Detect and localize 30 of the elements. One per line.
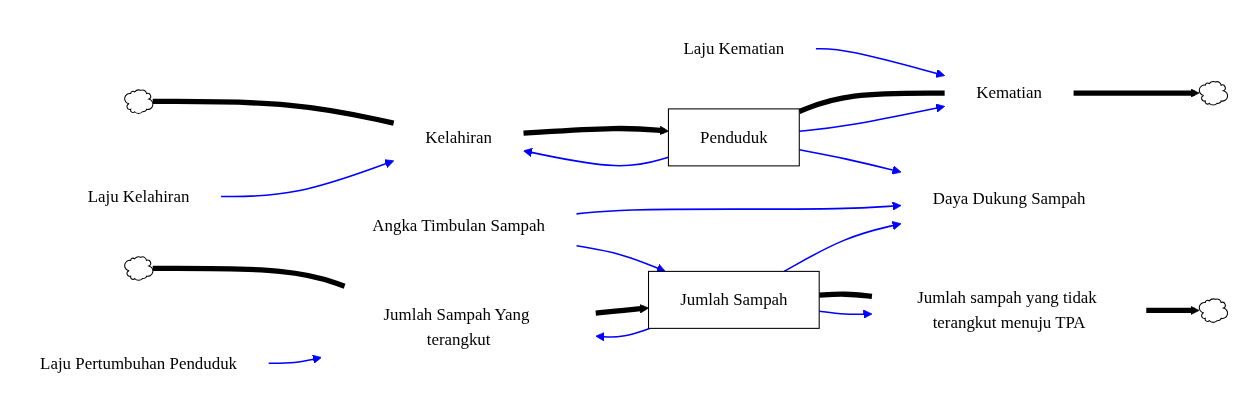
node-text: Laju Kematian bbox=[683, 39, 785, 58]
arrow bbox=[595, 304, 649, 316]
node-text: Daya Dukung Sampah bbox=[932, 189, 1086, 208]
arrow bbox=[267, 354, 322, 365]
arrow bbox=[595, 327, 651, 342]
arrow bbox=[783, 221, 902, 273]
connector bbox=[798, 90, 945, 114]
arrow bbox=[220, 159, 395, 198]
node-box: Penduduk bbox=[667, 108, 800, 167]
arrow bbox=[1073, 88, 1200, 98]
node-cloud bbox=[124, 89, 154, 114]
node-text: Laju Kelahiran bbox=[87, 186, 190, 205]
node-box: Jumlah Sampah bbox=[648, 270, 820, 329]
connector bbox=[152, 265, 346, 289]
arrow bbox=[1146, 305, 1200, 316]
arrow bbox=[575, 245, 666, 273]
node-cloud bbox=[1198, 298, 1229, 323]
arrow bbox=[815, 47, 946, 78]
node-text: Laju Pertumbuhan Penduduk bbox=[40, 353, 238, 372]
arrow bbox=[523, 125, 669, 136]
node-text: Angka Timbulan Sampah bbox=[372, 216, 545, 235]
connector bbox=[819, 291, 873, 299]
node-cloud bbox=[124, 256, 154, 281]
node-cloud bbox=[1198, 81, 1229, 106]
node-text: Jumlah sampah yang tidak terangkut menuju TPA bbox=[917, 288, 1097, 332]
node-text: Jumlah Sampah Yang terangkut bbox=[383, 305, 530, 349]
node-text: Kematian bbox=[976, 83, 1042, 102]
node-text: Kelahiran bbox=[425, 127, 492, 146]
connector bbox=[152, 98, 395, 126]
arrow bbox=[575, 201, 902, 215]
